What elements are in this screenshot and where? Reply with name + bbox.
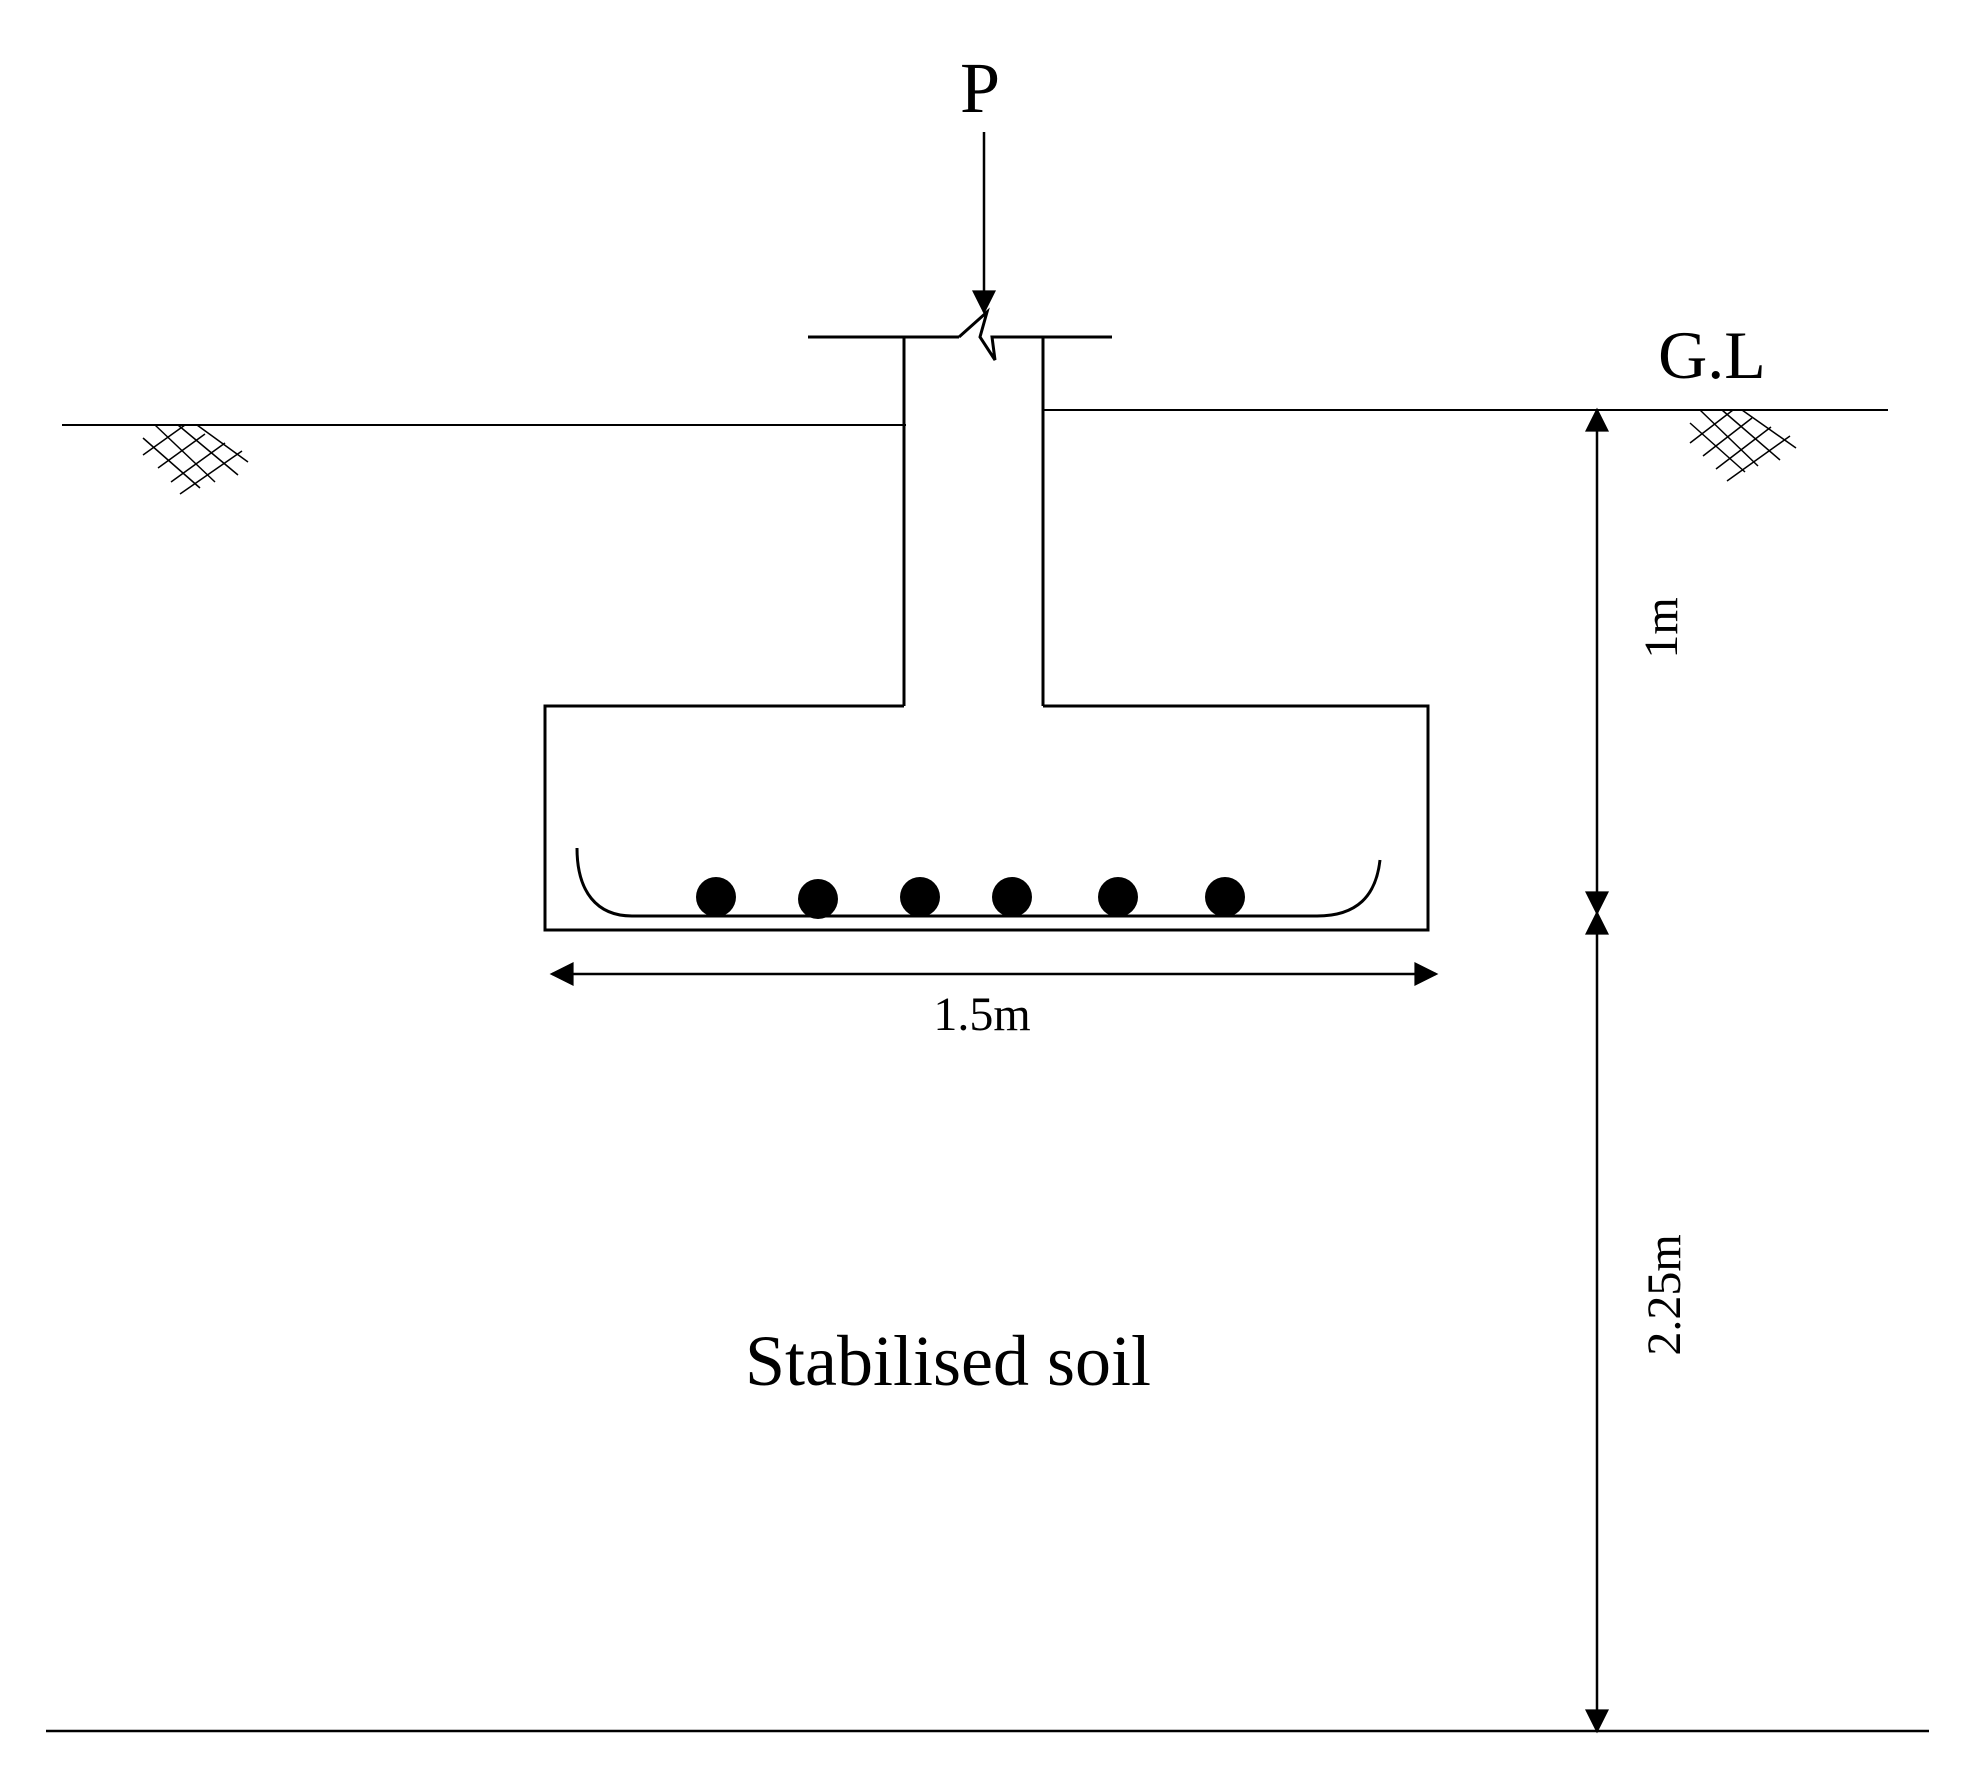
ground-hatch-left-icon <box>142 424 249 495</box>
rebar-dot <box>1205 877 1245 917</box>
rebar-dot <box>798 879 838 919</box>
ground-level-label: G.L <box>1658 317 1766 393</box>
rebar-dot <box>992 877 1032 917</box>
footing <box>543 704 1430 932</box>
load-label: P <box>960 48 1000 128</box>
rebar-dot <box>1098 877 1138 917</box>
rebar-dot <box>696 877 736 917</box>
soil-layer-label: Stabilised soil <box>745 1321 1151 1401</box>
depth-to-footing-label: 1m <box>1635 597 1688 658</box>
rebar-dots <box>696 877 1245 919</box>
rebar-dot <box>900 877 940 917</box>
column <box>808 307 1112 706</box>
ground-hatch-right-icon <box>1689 409 1797 482</box>
reinforcement-bar <box>575 847 1382 918</box>
soil-depth-label: 2.25m <box>1638 1234 1691 1355</box>
footing-width-label: 1.5m <box>933 988 1030 1041</box>
